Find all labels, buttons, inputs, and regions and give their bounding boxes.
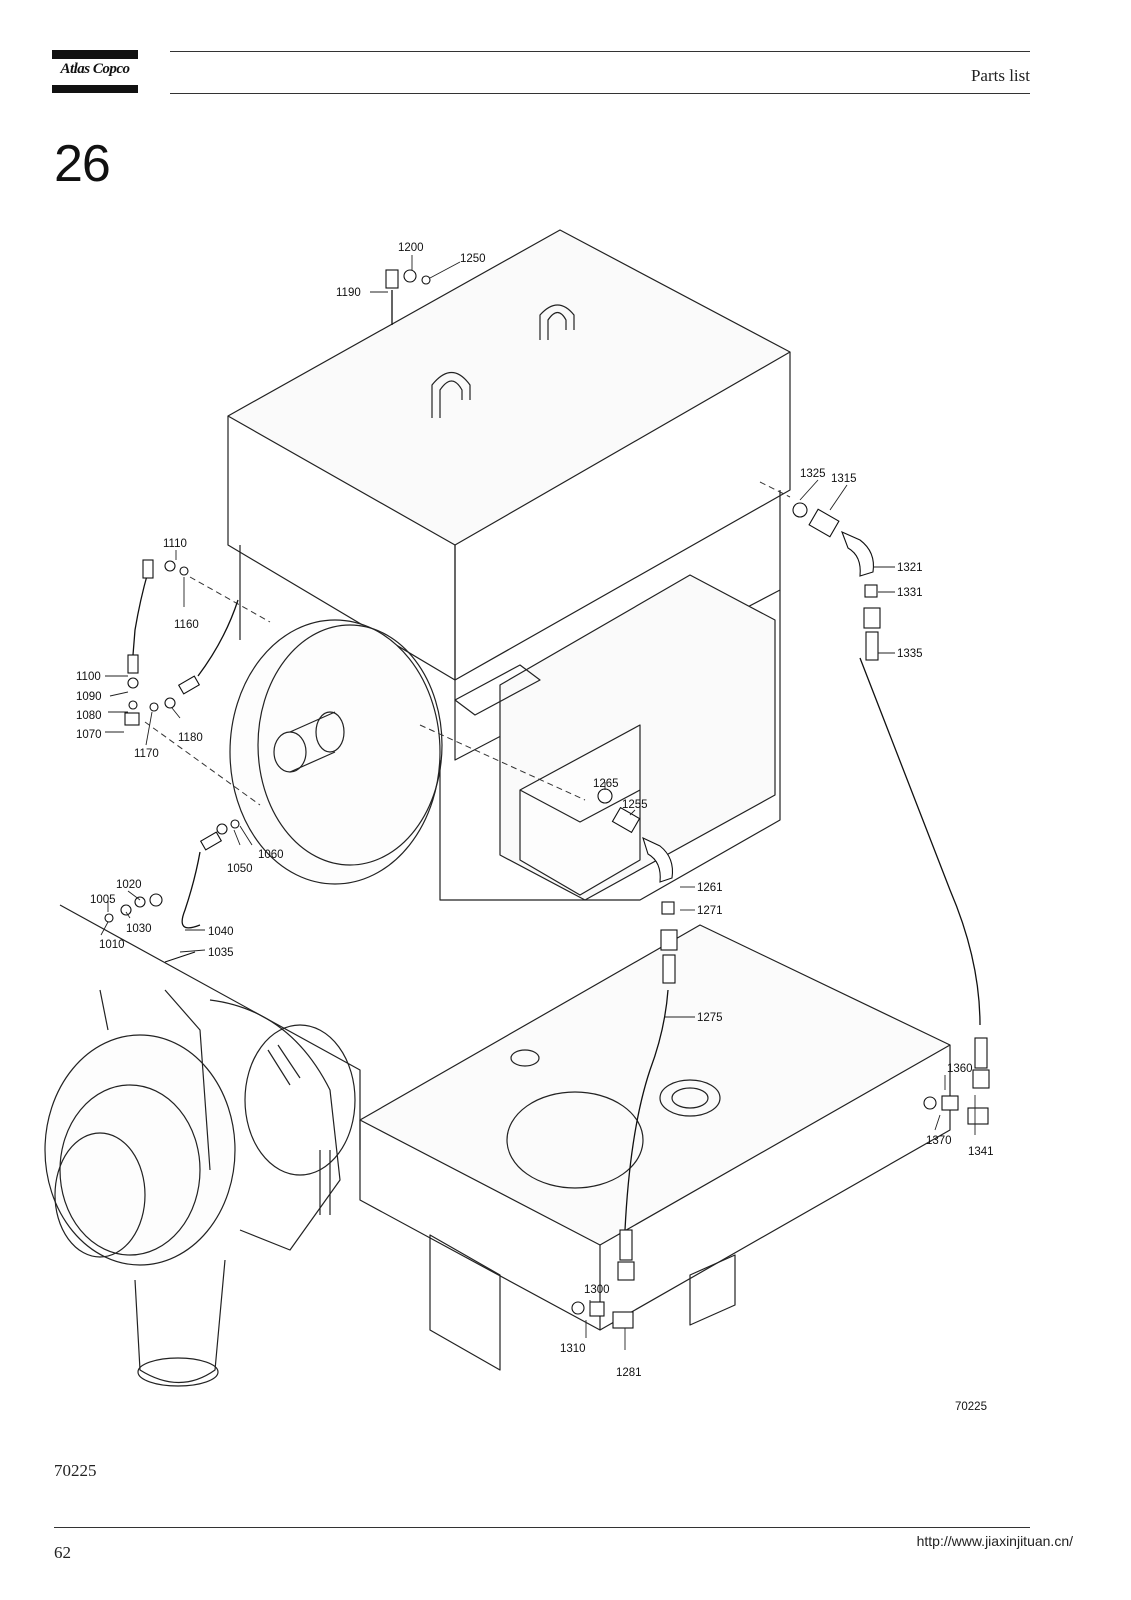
callout-1300: 1300 [584,1284,610,1296]
callout-1180: 1180 [178,732,203,744]
website-link[interactable]: http://www.jiaxinjituan.cn/ [916,1533,1073,1549]
callout-1271: 1271 [697,905,723,917]
callout-1255: 1255 [622,799,648,811]
callout-1070: 1070 [76,729,102,741]
footer-rule [54,1527,1030,1528]
callout-1035: 1035 [208,947,234,959]
callout-1275: 1275 [697,1012,723,1024]
callout-1335: 1335 [897,648,923,660]
fittings [104,269,990,1329]
callout-1261: 1261 [697,882,723,894]
callout-1325: 1325 [800,468,826,480]
logo-bar-bottom [52,85,138,93]
logo-bar-top [52,50,138,59]
callout-1110: 1110 [163,538,187,550]
callout-1100: 1100 [76,671,101,683]
callout-1050: 1050 [227,863,253,875]
callout-1020: 1020 [116,879,142,891]
callout-1200: 1200 [398,242,424,254]
callout-1080: 1080 [76,710,102,722]
figure-reference: 70225 [54,1461,97,1480]
callout-1190: 1190 [336,287,361,299]
callout-1060: 1060 [258,849,284,861]
page-title: Parts list [970,66,1030,85]
callout-1331: 1331 [897,587,923,599]
callout-1170: 1170 [134,748,159,760]
callout-1310: 1310 [560,1343,586,1355]
callout-1005: 1005 [90,894,116,906]
callout-1090: 1090 [76,691,102,703]
callout-1160: 1160 [174,619,199,631]
atlas-copco-logo: Atlas Copco [52,50,138,94]
callout-1010: 1010 [99,939,125,951]
part-callouts: 1190 1200 1250 1110 1160 1100 1090 1080 … [76,242,994,1413]
callout-1341: 1341 [968,1146,994,1158]
callout-1265: 1265 [593,778,619,790]
header-rule-top [170,51,1030,52]
motor-body [44,229,951,1387]
alignment-lines [144,481,791,806]
leader-lines [100,255,976,1350]
callout-1030: 1030 [126,923,152,935]
callout-1040: 1040 [208,926,234,938]
callout-1360: 1360 [947,1063,973,1075]
callout-1315: 1315 [831,473,857,485]
callout-1321: 1321 [897,562,923,574]
callout-1281: 1281 [616,1367,642,1379]
drawing-figure-code: 70225 [955,1401,987,1413]
section-number: 26 [54,135,111,193]
callout-1250: 1250 [460,253,486,265]
callout-1370: 1370 [926,1135,952,1147]
logo-wordmark: Atlas Copco [60,61,130,77]
header-rule-bottom [170,93,1030,94]
page-number: 62 [54,1543,71,1562]
